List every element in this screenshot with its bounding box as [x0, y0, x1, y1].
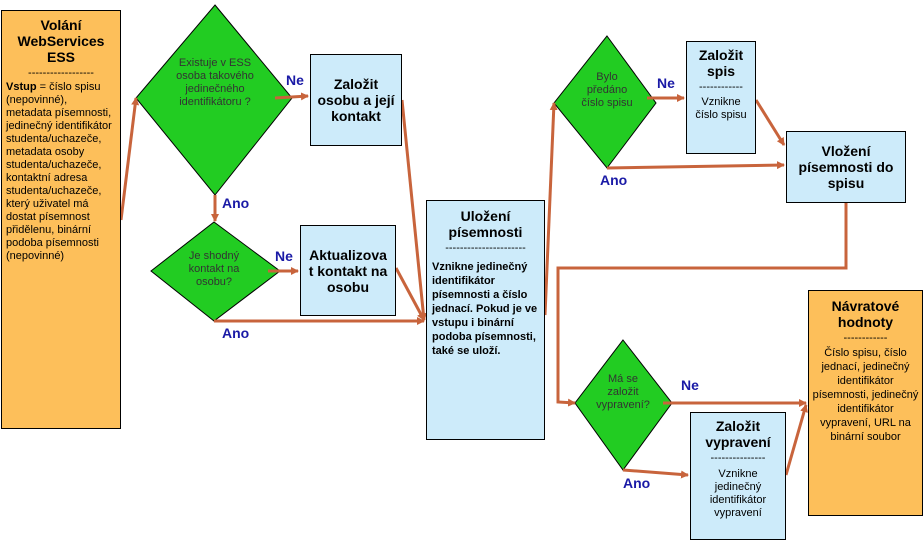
- start-title: Volání WebServices ESS: [17, 17, 105, 65]
- create-dispatch-text: Vznikne jedinečný identifikátor vypraven…: [709, 468, 767, 519]
- update-contact-title: Aktualizovat kontakt na osobu: [308, 246, 388, 295]
- arrow-p1-to-p3: [400, 99, 428, 321]
- return-values-divider: ------------: [843, 332, 888, 344]
- insert-document-box: Vložení písemnosti do spisu: [786, 131, 906, 203]
- start-box: Volání WebServices ESS -----------------…: [1, 10, 121, 429]
- arrow-p6-to-end: [784, 404, 808, 476]
- start-divider: ------------------: [28, 67, 94, 79]
- return-values-title: Návratové hodnoty: [831, 298, 900, 330]
- create-file-title: Založit spis: [698, 47, 744, 79]
- decision-file-number-text: Bylo předáno číslo spisu: [581, 71, 633, 109]
- create-dispatch-divider: ---------------: [710, 452, 766, 464]
- label-d2-yes: Ano: [222, 325, 250, 341]
- create-dispatch-title: Založit vypravení: [705, 418, 771, 450]
- label-d1-no: Ne: [286, 72, 304, 88]
- label-d4-yes: Ano: [623, 475, 651, 491]
- decision-person-exists-text: Existuje v ESS osoba takového jedinečnéh…: [176, 57, 254, 108]
- insert-document-title: Vložení písemnosti do spisu: [798, 143, 894, 191]
- create-file-text: Vznikne číslo spisu: [695, 96, 747, 121]
- store-document-text: Vznikne jedinečný identifikátor písemnos…: [432, 261, 538, 357]
- label-d2-no: Ne: [275, 248, 293, 264]
- store-document-divider: ----------------------: [445, 242, 526, 254]
- arrow-p3-to-d3: [543, 102, 558, 316]
- arrow-d1-no: [274, 92, 309, 101]
- store-document-title: Uložení písemnosti: [448, 208, 523, 240]
- return-values-text: Číslo spisu, číslo jednací, jedinečný id…: [812, 347, 919, 443]
- arrow-start-to-d1: [119, 97, 140, 221]
- create-dispatch-box: Založit vypravení --------------- Vznikn…: [690, 412, 786, 540]
- create-file-divider: ------------: [699, 81, 743, 93]
- update-contact-box: Aktualizovat kontakt na osobu: [300, 225, 396, 316]
- create-file-box: Založit spis ------------ Vznikne číslo …: [686, 41, 756, 154]
- arrow-d4-yes: [622, 468, 689, 479]
- start-input-text: = číslo spisu (nepovinné), metadata píse…: [6, 81, 112, 262]
- return-values-box: Návratové hodnoty ------------ Číslo spi…: [808, 290, 923, 516]
- create-person-title: Založit osobu a její kontakt: [317, 76, 395, 124]
- arrow-p2-to-p3: [394, 267, 426, 321]
- label-d1-yes: Ano: [222, 195, 250, 211]
- label-d4-no: Ne: [681, 377, 699, 393]
- start-input: Vstup = číslo spisu (nepovinné), metadat…: [6, 81, 116, 263]
- arrow-p5-to-d4: [556, 203, 848, 407]
- decision-create-dispatch-text: Má se založit vypravení?: [596, 373, 650, 411]
- label-d3-yes: Ano: [600, 172, 628, 188]
- arrow-d3-yes: [606, 161, 785, 170]
- arrow-p4-to-p5: [754, 99, 786, 146]
- decision-contact-same-text: Je shodný kontakt na osobu?: [188, 250, 240, 288]
- start-input-label: Vstup: [6, 81, 37, 93]
- label-d3-no: Ne: [657, 75, 675, 91]
- create-person-box: Založit osobu a její kontakt: [310, 54, 402, 146]
- store-document-box: Uložení písemnosti ---------------------…: [426, 200, 545, 440]
